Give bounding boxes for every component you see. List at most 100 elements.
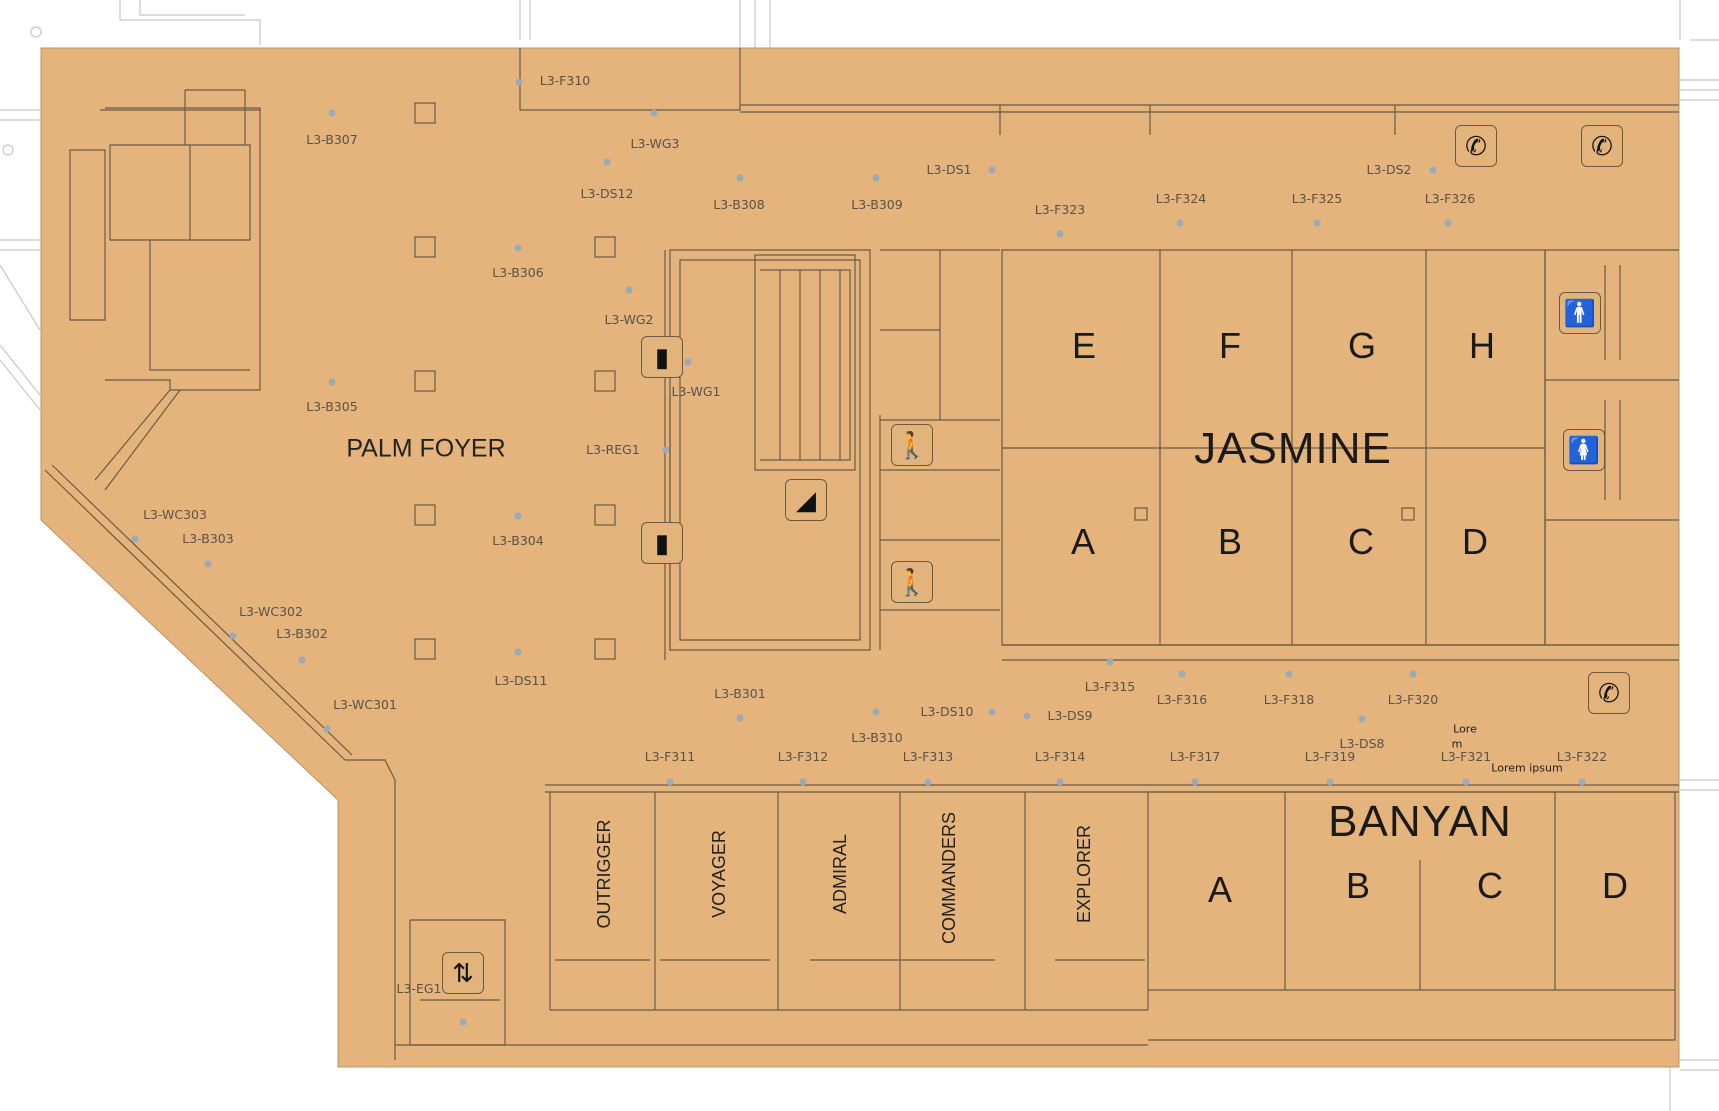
marker-dot[interactable] xyxy=(1326,778,1334,786)
marker-dot[interactable] xyxy=(1023,712,1031,720)
palm-foyer-label: PALM FOYER xyxy=(346,434,506,463)
marker-dot[interactable] xyxy=(1176,219,1184,227)
marker-dot[interactable] xyxy=(1191,778,1199,786)
marker-dot[interactable] xyxy=(684,358,692,366)
marker-dot[interactable] xyxy=(1285,670,1293,678)
marker-dot[interactable] xyxy=(298,656,306,664)
marker-label: L3-B306 xyxy=(492,264,544,280)
marker-dot[interactable] xyxy=(1462,778,1470,786)
marker-label: L3-F322 xyxy=(1556,748,1608,764)
marker-label: L3-WG1 xyxy=(671,383,721,399)
marker-label: L3-F326 xyxy=(1424,190,1476,206)
marker-dot[interactable] xyxy=(666,778,674,786)
marker-label: L3-F324 xyxy=(1155,190,1207,206)
marker-label: L3-B308 xyxy=(713,196,765,212)
elevator-icon[interactable]: ⇅ xyxy=(442,952,484,994)
jasmine-room-g: G xyxy=(1347,325,1377,366)
marker-dot[interactable] xyxy=(872,708,880,716)
jasmine-room-c: C xyxy=(1348,521,1374,562)
banyan-room-b: B xyxy=(1345,865,1371,906)
voyager-label: VOYAGER xyxy=(709,830,729,918)
marker-label: L3-DS8 xyxy=(1339,735,1385,751)
marker-dot[interactable] xyxy=(1178,670,1186,678)
marker-dot[interactable] xyxy=(872,174,880,182)
marker-dot[interactable] xyxy=(514,648,522,656)
banyan-room-a: A xyxy=(1207,869,1233,910)
marker-dot[interactable] xyxy=(1106,658,1114,666)
marker-dot[interactable] xyxy=(514,512,522,520)
marker-label: L3-F311 xyxy=(644,748,696,764)
marker-label: L3-DS12 xyxy=(580,185,634,201)
registration-desk-icon[interactable]: ▮ xyxy=(641,522,683,564)
marker-label: L3-DS10 xyxy=(920,703,974,719)
marker-dot[interactable] xyxy=(459,1018,467,1026)
marker-dot[interactable] xyxy=(1444,219,1452,227)
marker-label: L3-F317 xyxy=(1169,748,1221,764)
lorem-label-1: Lore xyxy=(1453,722,1477,736)
phone-icon[interactable]: ✆ xyxy=(1588,672,1630,714)
marker-dot[interactable] xyxy=(736,714,744,722)
marker-dot[interactable] xyxy=(1358,715,1366,723)
jasmine-label: JASMINE xyxy=(1194,424,1392,473)
marker-label: L3-B305 xyxy=(306,398,358,414)
marker-dot[interactable] xyxy=(1313,219,1321,227)
marker-label: L3-WG2 xyxy=(604,311,654,327)
marker-label: L3-B304 xyxy=(492,532,544,548)
jasmine-room-h: H xyxy=(1469,325,1495,366)
marker-label: L3-F318 xyxy=(1263,691,1315,707)
mens-restroom-icon[interactable]: 🚹 xyxy=(1559,292,1601,334)
marker-dot[interactable] xyxy=(515,78,523,86)
escalator-icon[interactable]: ◢ xyxy=(785,479,827,521)
marker-label: L3-DS11 xyxy=(494,672,548,688)
phone-icon[interactable]: ✆ xyxy=(1455,125,1497,167)
marker-label: L3-F319 xyxy=(1304,748,1356,764)
marker-dot[interactable] xyxy=(1056,230,1064,238)
jasmine-room-f: F xyxy=(1219,325,1241,366)
marker-label: L3-WG3 xyxy=(630,135,680,151)
marker-label: L3-REG1 xyxy=(586,441,640,457)
marker-dot[interactable] xyxy=(204,560,212,568)
marker-dot[interactable] xyxy=(988,708,996,716)
lorem-label-3: Lorem ipsum xyxy=(1491,761,1563,775)
jasmine-room-e: E xyxy=(1071,325,1097,366)
registration-desk-icon[interactable]: ▮ xyxy=(641,336,683,378)
banyan-room-d: D xyxy=(1602,865,1628,906)
marker-dot[interactable] xyxy=(924,778,932,786)
marker-label: L3-EG1 xyxy=(396,980,442,996)
marker-dot[interactable] xyxy=(603,158,611,166)
marker-dot[interactable] xyxy=(514,244,522,252)
marker-label: L3-WC303 xyxy=(143,506,207,522)
womens-restroom-icon[interactable]: 🚺 xyxy=(1563,429,1605,471)
marker-dot[interactable] xyxy=(1056,778,1064,786)
marker-label: L3-F321 xyxy=(1440,748,1492,764)
marker-label: L3-DS2 xyxy=(1366,161,1412,177)
marker-dot[interactable] xyxy=(988,166,996,174)
marker-dot[interactable] xyxy=(1409,670,1417,678)
marker-dot[interactable] xyxy=(650,109,658,117)
marker-dot[interactable] xyxy=(662,446,670,454)
stairs-icon[interactable]: 🚶 xyxy=(891,561,933,603)
jasmine-room-b: B xyxy=(1217,521,1243,562)
marker-dot[interactable] xyxy=(1578,778,1586,786)
phone-icon[interactable]: ✆ xyxy=(1581,125,1623,167)
marker-dot[interactable] xyxy=(1429,166,1437,174)
outrigger-label: OUTRIGGER xyxy=(594,819,614,929)
marker-label: L3-F313 xyxy=(902,748,954,764)
marker-label: L3-WC302 xyxy=(239,603,303,619)
marker-label: L3-B310 xyxy=(851,729,903,745)
marker-dot[interactable] xyxy=(328,109,336,117)
marker-dot[interactable] xyxy=(323,725,331,733)
marker-label: L3-F312 xyxy=(777,748,829,764)
marker-label: L3-B301 xyxy=(714,685,766,701)
marker-dot[interactable] xyxy=(229,632,237,640)
marker-dot[interactable] xyxy=(625,286,633,294)
marker-dot[interactable] xyxy=(736,174,744,182)
marker-dot[interactable] xyxy=(799,778,807,786)
marker-dot[interactable] xyxy=(131,535,139,543)
admiral-label: ADMIRAL xyxy=(830,833,850,915)
jasmine-room-a: A xyxy=(1070,521,1096,562)
stairs-icon[interactable]: 🚶 xyxy=(891,424,933,466)
marker-dot[interactable] xyxy=(328,378,336,386)
